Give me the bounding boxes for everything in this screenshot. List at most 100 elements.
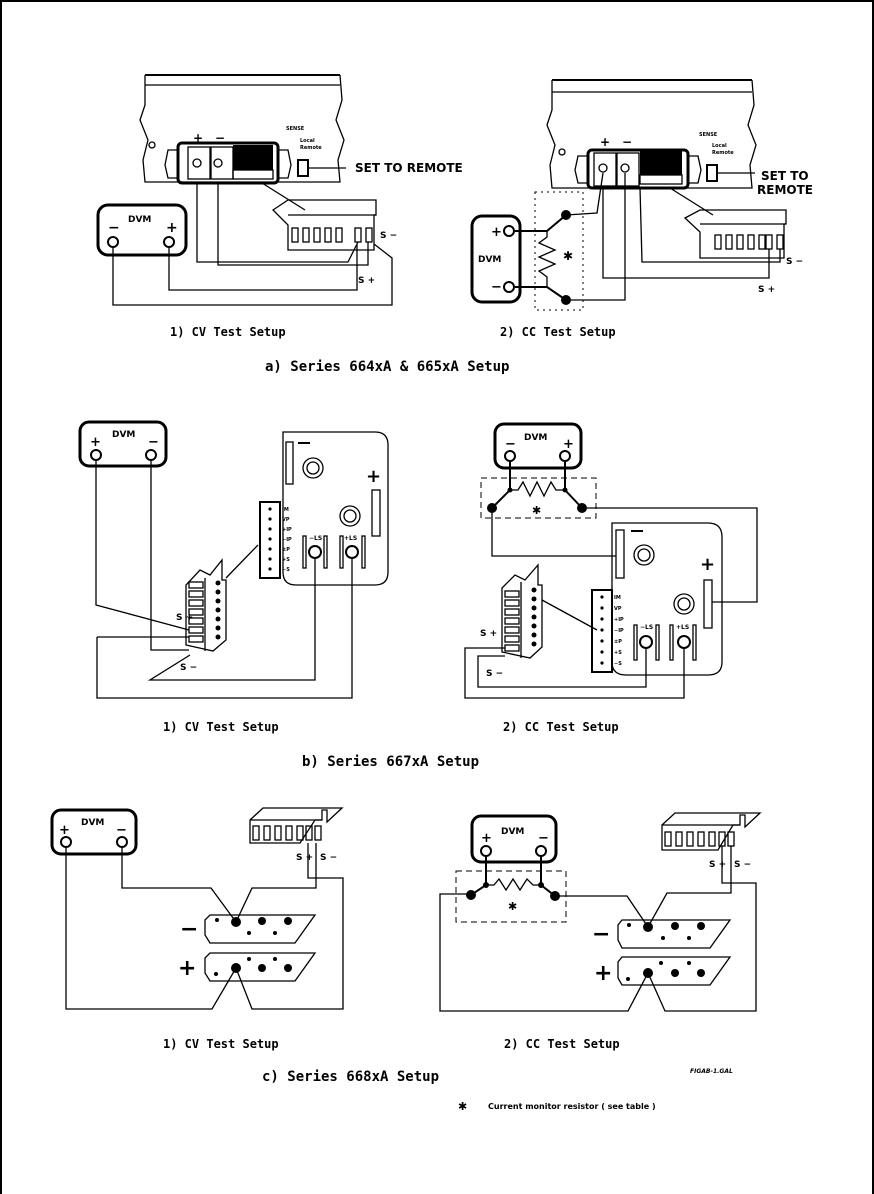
connector-pin	[268, 517, 272, 521]
caption-c1: 1) CV Test Setup	[163, 1037, 279, 1051]
minus-output-screw-icon	[620, 163, 630, 173]
caption-a1: 1) CV Test Setup	[170, 325, 286, 339]
output-module: + −LS +LS	[611, 522, 723, 676]
sense-plus-label: S +	[176, 613, 193, 623]
sense-plus-label: S +	[358, 276, 375, 286]
dvm-minus-label: −	[116, 823, 127, 838]
sense-minus-to-minus-ls-wire	[477, 648, 647, 688]
output-terminal-block	[176, 141, 280, 185]
dvm-minus-jack-icon	[504, 450, 516, 462]
connector-pin	[268, 547, 272, 551]
connector-pin-label: +S	[614, 650, 622, 656]
set-to-remote-callout: SET TO REMOTE	[355, 161, 463, 175]
remote-label: Remote	[712, 150, 734, 156]
dvm-plus-label: +	[166, 220, 178, 236]
connector-pin-label: IM	[614, 595, 621, 601]
plus-output-stud-icon	[339, 505, 361, 527]
unit-minus-label: −	[215, 131, 225, 145]
minus-output-to-resistor-wire	[566, 173, 626, 301]
plug-pins	[291, 227, 373, 243]
sense-switch[interactable]	[706, 164, 718, 182]
connector-pin	[600, 661, 604, 665]
connector-pin-label: VP	[614, 606, 622, 612]
dvm-minus-label: −	[108, 220, 120, 236]
plus-bus-label: +	[178, 956, 196, 981]
dvm-minus-jack-icon	[107, 236, 119, 248]
plus-output-stud-icon	[673, 593, 695, 615]
panel-a2-cc-setup: + − SENSE Local Remote SET TO REMOTE + D…	[470, 79, 813, 339]
section-c-title: c) Series 668xA Setup	[262, 1069, 439, 1085]
sense-plus-to-plus-ls-wire	[464, 647, 685, 699]
dvm-plus-wire	[168, 244, 358, 291]
sense-minus-label: S −	[320, 853, 337, 863]
dvm-minus-jack-icon	[535, 845, 547, 857]
dvm-minus-wire	[112, 243, 393, 306]
dvm-plus-jack-icon	[480, 845, 492, 857]
sense-plus-label: S +	[709, 860, 726, 870]
resistor-asterisk: ✱	[563, 249, 573, 263]
dvm-plus-wire	[95, 460, 190, 631]
connector-pin	[268, 527, 272, 531]
sense-minus-to-minus-ls-wire	[147, 558, 316, 681]
minus-ls-label: −LS	[309, 535, 322, 542]
set-to-callout: SET TO	[761, 169, 809, 183]
caption-b1: 1) CV Test Setup	[163, 720, 279, 734]
unit-plus-label: +	[600, 135, 610, 149]
plus-bus-wires	[439, 846, 757, 1012]
dvm-minus-jack-icon	[116, 836, 128, 848]
sense-plus-label: S +	[758, 285, 775, 295]
sense-minus-label: S −	[786, 257, 803, 267]
dvm-minus-label: −	[491, 280, 502, 295]
minus-output-screw-icon	[213, 158, 223, 168]
unit-rear-panel: + − SENSE Local Remote	[139, 74, 346, 185]
monitor-resistor-enclosure	[534, 191, 584, 311]
sense-switch[interactable]	[297, 159, 309, 177]
minus-ls-jack-icon	[639, 635, 653, 649]
connector-pin	[600, 606, 604, 610]
plug-to-header-arrow	[225, 544, 259, 579]
resistor-right-to-plus-output-wire	[582, 507, 758, 603]
connector-pin	[600, 595, 604, 599]
caption-c2: 2) CC Test Setup	[504, 1037, 620, 1051]
dvm-minus-jack-icon	[503, 281, 515, 293]
dvm-minus-jack-icon	[145, 449, 157, 461]
sense-connector-plug: S − S +	[683, 209, 803, 295]
connector-lead-wire	[669, 187, 714, 216]
local-label: Local	[712, 143, 727, 149]
remote-callout: REMOTE	[757, 183, 813, 197]
remote-label: Remote	[300, 145, 322, 151]
connector-pin-label: ±P	[282, 547, 290, 553]
caption-b2: 2) CC Test Setup	[503, 720, 619, 734]
section-b-title: b) Series 667xA Setup	[302, 754, 479, 770]
resistor-left-to-minus-output-wire	[491, 508, 616, 557]
dvm-plus-label: +	[563, 437, 574, 452]
footnote-text: Current monitor resistor ( see table )	[488, 1102, 656, 1111]
connector-pin-label: −IP	[282, 537, 292, 543]
dvm-label: DVM	[524, 433, 547, 443]
dvm-label: DVM	[112, 430, 135, 440]
dvm-label: DVM	[128, 215, 151, 225]
minus-output-to-sense-minus-wire	[639, 187, 781, 263]
sense-connector-plug: S + S −	[480, 563, 543, 679]
dvm-plus-label: +	[90, 435, 101, 450]
connector-pin-label: +IP	[614, 617, 624, 623]
sense-connector-plug: S + S −	[249, 807, 344, 863]
dvm-meter: DVM + −	[50, 808, 138, 856]
plus-bus-label: +	[594, 961, 612, 986]
plus-bus-wires	[65, 843, 344, 1010]
dvm-meter: DVM + −	[78, 420, 168, 468]
connector-pin-label: VP	[282, 517, 290, 523]
indicator-led-icon	[558, 148, 566, 156]
dvm-plus-label: +	[491, 225, 502, 240]
minus-output-to-sense-minus-wire	[217, 242, 369, 266]
current-monitor-resistor	[514, 210, 571, 305]
dvm-meter: DVM − +	[96, 203, 188, 257]
plus-ls-jack-icon	[677, 635, 691, 649]
connector-pin-label: +S	[282, 557, 290, 563]
dvm-label: DVM	[478, 255, 501, 265]
sense-minus-label: S −	[180, 663, 197, 673]
plus-output-to-sense-plus-wire	[196, 183, 359, 263]
sense-minus-label: S −	[486, 669, 503, 679]
